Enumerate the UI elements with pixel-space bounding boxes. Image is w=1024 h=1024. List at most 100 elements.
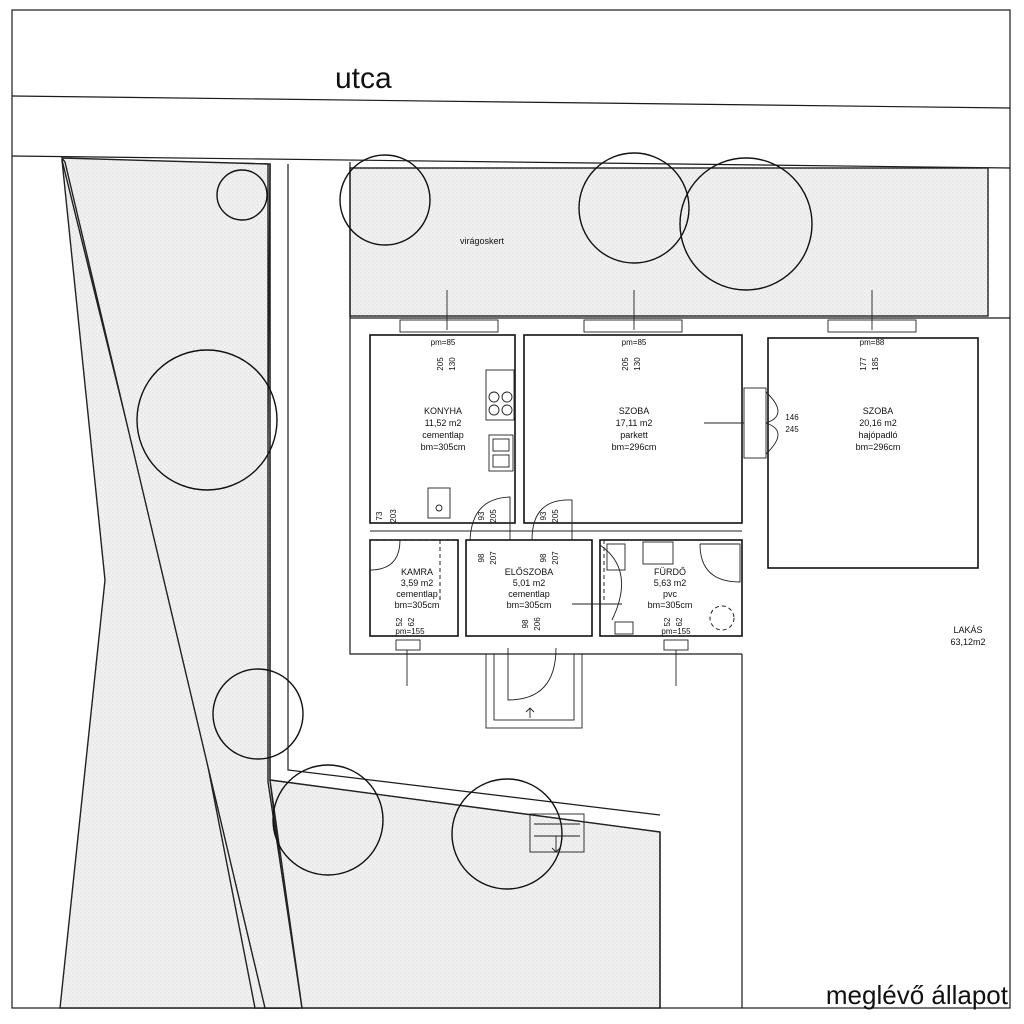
svg-text:11,52 m2: 11,52 m2 [425,418,462,428]
svg-text:pvc: pvc [663,589,678,599]
lower-garden [269,779,661,1009]
burner [488,391,500,403]
svg-text:cementlap: cementlap [396,589,438,599]
room-label-szoba1: SZOBA 17,11 m2 parkett bm=296cm [612,406,657,452]
shower [709,605,735,631]
door-width: 98 [477,553,486,562]
window [663,639,689,651]
entry-arrow [525,707,535,718]
svg-text:20,16 m2: 20,16 m2 [859,418,897,428]
street-edge [11,155,1011,169]
rear-steps [529,813,585,853]
window-height: 62 [407,617,416,626]
svg-text:SZOBA: SZOBA [619,406,650,416]
svg-text:cementlap: cementlap [422,430,464,440]
bathtub [642,541,674,565]
window-width: 52 [395,617,404,626]
door-width: 98 [539,553,548,562]
window-sill: pm=155 [395,627,425,636]
step [534,823,580,837]
window [395,639,421,651]
walkway-line [287,164,661,816]
door-width: 93 [477,511,486,520]
apartment-area: 63,12m2 [950,637,985,647]
svg-text:bm=296cm: bm=296cm [612,442,657,452]
washbasin [614,621,634,635]
entry-door [507,647,557,701]
chimney [427,487,451,519]
sink-basin [492,454,510,468]
door-width: 73 [375,511,384,520]
svg-text:bm=296cm: bm=296cm [856,442,901,452]
door-height: 205 [551,509,560,523]
building-outline [349,162,742,655]
window-width: 52 [663,617,672,626]
street-label: utca [335,62,392,95]
room-label-kamra: KAMRA 3,59 m2 cementlap bm=305cm [395,567,440,610]
svg-text:bm=305cm: bm=305cm [648,600,693,610]
room-szoba1 [523,334,743,524]
stove [485,369,515,421]
tree [136,349,278,491]
door-swing [469,496,511,541]
door-height: 205 [489,509,498,523]
room-label-furdo: FÜRDŐ 5,63 m2 pvc bm=305cm [648,567,693,610]
window-height: 62 [675,617,684,626]
window-height: 130 [448,357,457,371]
window-height: 130 [633,357,642,371]
room-label-szoba2: SZOBA 20,16 m2 hajópadló bm=296cm [856,406,901,452]
svg-text:17,11 m2: 17,11 m2 [616,418,653,428]
burner [501,391,513,403]
window-sill: pm=88 [860,338,885,347]
door-height: 203 [389,509,398,523]
tree [339,154,431,246]
door-width: 98 [521,619,530,628]
sink-basin [492,438,510,452]
door-height: 245 [785,425,799,434]
room-eloszoba [465,539,593,637]
apartment-name: LAKÁS [953,625,982,635]
tree [212,668,304,760]
svg-text:SZOBA: SZOBA [863,406,894,416]
svg-text:parkett: parkett [620,430,648,440]
window-sill: pm=85 [622,338,647,347]
room-konyha [369,334,516,524]
door-swing [531,499,573,541]
door-height: 207 [551,551,560,565]
toilet [606,543,626,571]
window-height: 185 [871,357,880,371]
window-sill: pm=85 [431,338,456,347]
door-height: 207 [489,551,498,565]
svg-text:hajópadló: hajópadló [858,430,897,440]
door-width: 93 [539,511,548,520]
entrance-porch-inner [493,653,575,721]
svg-text:5,01 m2: 5,01 m2 [513,578,546,588]
street-edge [11,95,1011,109]
room-szoba2 [767,337,979,569]
tree [272,764,384,876]
svg-text:cementlap: cementlap [508,589,550,599]
window-sill: pm=155 [661,627,691,636]
svg-text:bm=305cm: bm=305cm [395,600,440,610]
svg-text:bm=305cm: bm=305cm [421,442,466,452]
tree [679,157,813,291]
burner [501,404,513,416]
door-height: 206 [533,617,542,631]
svg-text:bm=305cm: bm=305cm [507,600,552,610]
step-arrow [551,836,561,853]
garden-label: virágoskert [460,236,505,246]
svg-text:3,59 m2: 3,59 m2 [401,578,434,588]
tree [216,169,268,221]
svg-text:FÜRDŐ: FÜRDŐ [654,567,686,577]
window-width: 205 [436,357,445,371]
room-furdo [599,539,743,637]
status-label: meglévő állapot [826,980,1009,1010]
tree [451,778,563,890]
door-swing [369,539,401,571]
door-width: 146 [785,413,799,422]
door-swing [599,544,623,621]
door-swing [765,422,779,455]
burner [488,404,500,416]
flower-garden [349,167,989,317]
svg-text:5,63 m2: 5,63 m2 [654,578,687,588]
